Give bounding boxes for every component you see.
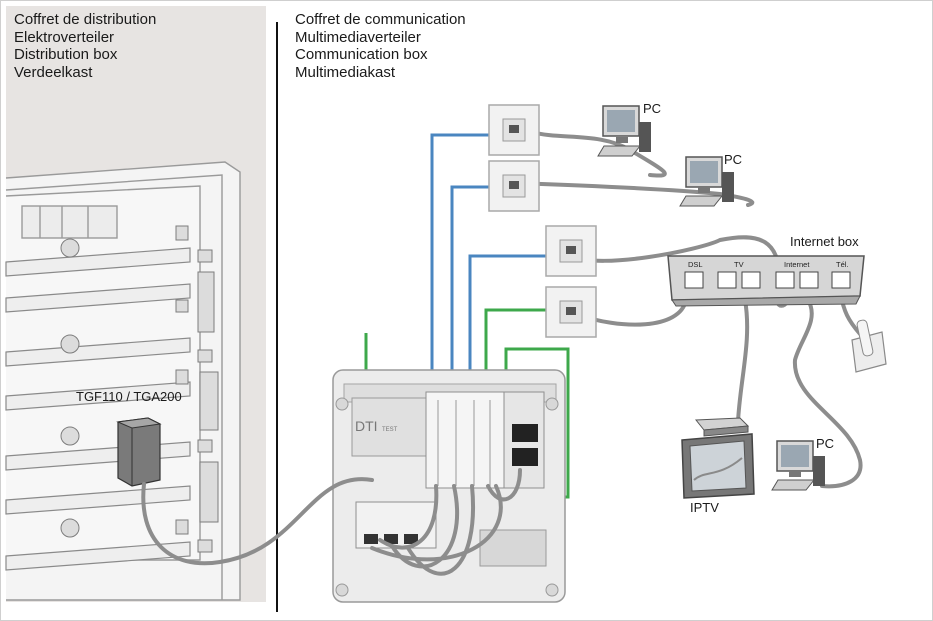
pc-3-icon — [771, 440, 825, 491]
port-label-tel: Tél. — [836, 260, 849, 269]
grey-cables — [141, 130, 863, 576]
pc-3-label: PC — [816, 436, 835, 451]
rj45-socket-1 — [488, 104, 540, 156]
phone-icon — [851, 319, 887, 373]
distribution-box-title: Coffret de distribution Elektroverteiler… — [14, 11, 156, 81]
iptv-label: IPTV — [690, 500, 719, 515]
iptv-screen-icon — [681, 433, 755, 499]
internet-box-label: Internet box — [790, 234, 859, 249]
pc-2-label: PC — [724, 152, 743, 167]
communication-title-fr: Coffret de communication — [295, 11, 466, 28]
rj45-socket-2 — [488, 160, 540, 212]
pc-1-label: PC — [643, 101, 662, 116]
communication-title-en: Communication box — [295, 46, 428, 63]
port-label-tv: TV — [734, 260, 744, 269]
communication-box — [332, 369, 566, 603]
communication-box-title: Coffret de communication Multimediaverte… — [295, 11, 466, 81]
tgf110-module — [116, 417, 162, 487]
distribution-clips — [60, 225, 219, 553]
tgf110-label: TGF110 / TGA200 — [76, 389, 182, 404]
communication-title-de: Multimediaverteiler — [295, 28, 421, 46]
distribution-title-de: Elektroverteiler — [14, 28, 115, 46]
dti-label: DTI — [355, 418, 378, 434]
pc-1-icon — [597, 105, 651, 157]
iptv-set-top-box — [694, 417, 750, 437]
communication-title-nl: Multimediakast — [295, 63, 396, 81]
distribution-title-fr: Coffret de distribution — [14, 11, 157, 28]
port-label-internet: Internet — [784, 260, 810, 269]
pc-2-icon — [679, 156, 734, 207]
internet-box-device — [667, 255, 865, 307]
rj45-socket-3 — [545, 225, 597, 277]
rj45-socket-4 — [545, 286, 597, 338]
blue-cables — [430, 133, 553, 385]
distribution-title-en: Distribution box — [14, 46, 118, 63]
section-divider — [276, 22, 278, 612]
test-label: TEST — [382, 427, 398, 433]
distribution-title-nl: Verdeelkast — [14, 63, 93, 81]
port-label-dsl: DSL — [688, 260, 703, 269]
